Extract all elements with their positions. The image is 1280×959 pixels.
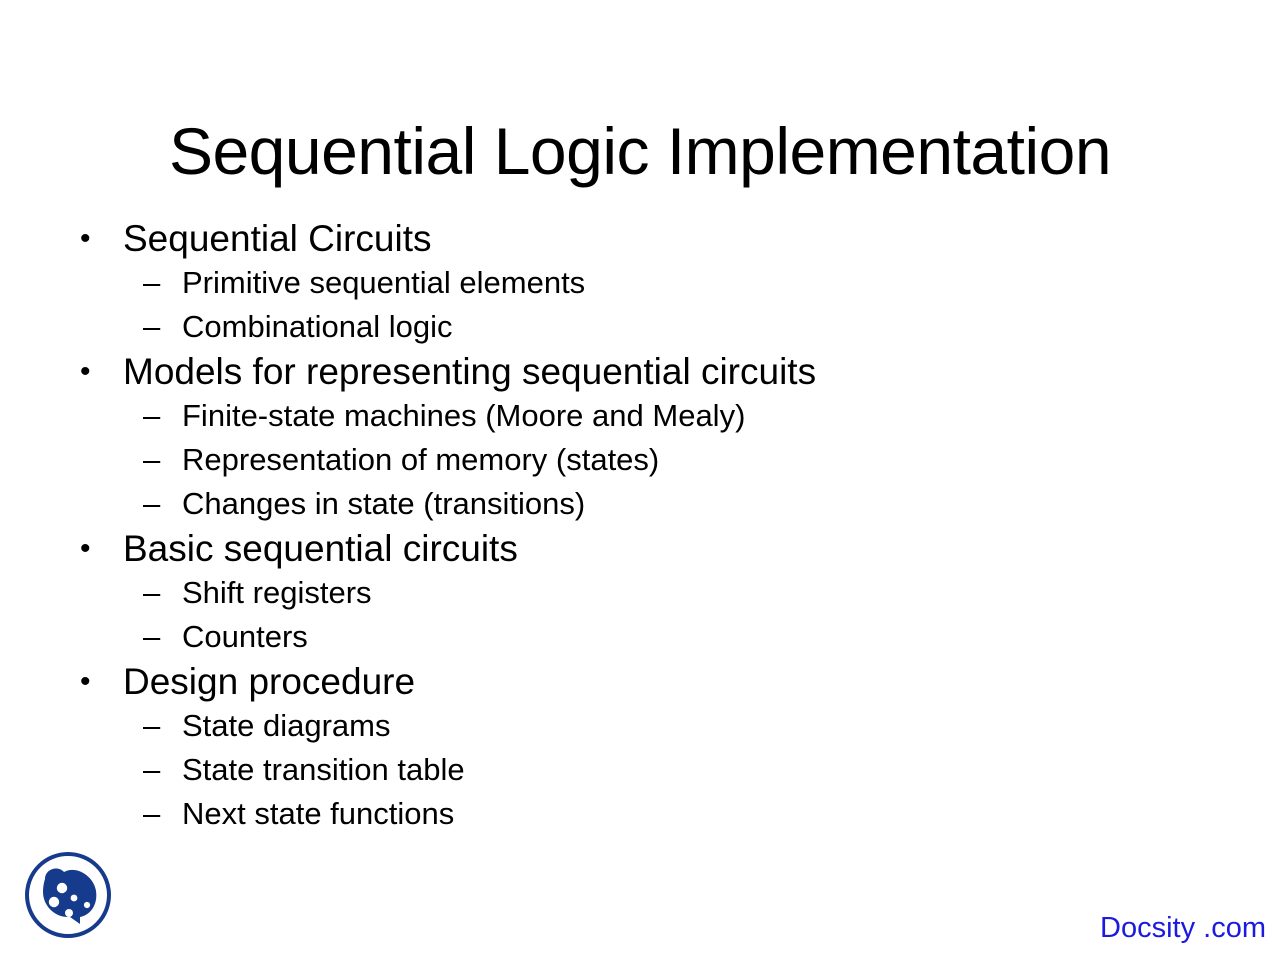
bullet-text: Finite-state machines (Moore and Mealy) (182, 398, 746, 433)
bullet-dash-icon: – (143, 309, 161, 344)
bullet-item-level1: • Models for representing sequential circ… (62, 349, 1240, 394)
bullet-dash-icon: – (143, 486, 161, 521)
bullet-text: State transition table (182, 752, 465, 787)
bullet-text: Representation of memory (states) (182, 442, 660, 477)
bullet-item-level1: • Sequential Circuits (62, 216, 1240, 261)
bullet-text: Design procedure (123, 661, 416, 702)
bullet-item-level2: –Counters (62, 615, 1240, 659)
docsity-ladybug-logo (18, 845, 118, 945)
bullet-dash-icon: – (143, 708, 161, 743)
bullet-text: Shift registers (182, 575, 372, 610)
bullet-text: Sequential Circuits (123, 218, 432, 259)
bullet-dash-icon: – (143, 575, 161, 610)
bullet-dash-icon: – (143, 619, 161, 654)
bullet-dot-icon: • (80, 532, 91, 565)
bullet-dot-icon: • (80, 355, 91, 388)
bullet-text: Counters (182, 619, 308, 654)
bullet-text: Primitive sequential elements (182, 265, 586, 300)
bullet-text: Next state functions (182, 796, 455, 831)
bullet-dot-icon: • (80, 222, 91, 255)
bullet-dash-icon: – (143, 796, 161, 831)
bullet-item-level2: –Shift registers (62, 571, 1240, 615)
bullet-text: State diagrams (182, 708, 391, 743)
bullet-text: Combinational logic (182, 309, 453, 344)
bullet-item-level2: –Changes in state (transitions) (62, 482, 1240, 526)
bullet-dash-icon: – (143, 752, 161, 787)
bullet-text: Basic sequential circuits (123, 528, 518, 569)
bullet-item-level2: –Representation of memory (states) (62, 438, 1240, 482)
bullet-item-level2: –Combinational logic (62, 305, 1240, 349)
slide-body-outline: •Sequential Circuits–Primitive sequentia… (62, 216, 1240, 836)
bullet-text: Models for representing sequential circu… (123, 351, 817, 392)
docsity-watermark: Docsity .com (1100, 912, 1266, 944)
bullet-dash-icon: – (143, 265, 161, 300)
page-title: Sequential Logic Implementation (168, 114, 1112, 189)
bullet-item-level1: • Basic sequential circuits (62, 526, 1240, 571)
bullet-item-level2: –State transition table (62, 748, 1240, 792)
bullet-item-level1: • Design procedure (62, 659, 1240, 704)
bullet-item-level2: –Primitive sequential elements (62, 261, 1240, 305)
bullet-text: Changes in state (transitions) (182, 486, 586, 521)
bullet-dot-icon: • (80, 665, 91, 698)
bullet-dash-icon: – (143, 398, 161, 433)
bullet-item-level2: –State diagrams (62, 704, 1240, 748)
bullet-dash-icon: – (143, 442, 161, 477)
bullet-item-level2: –Next state functions (62, 792, 1240, 836)
bullet-item-level2: –Finite-state machines (Moore and Mealy) (62, 394, 1240, 438)
